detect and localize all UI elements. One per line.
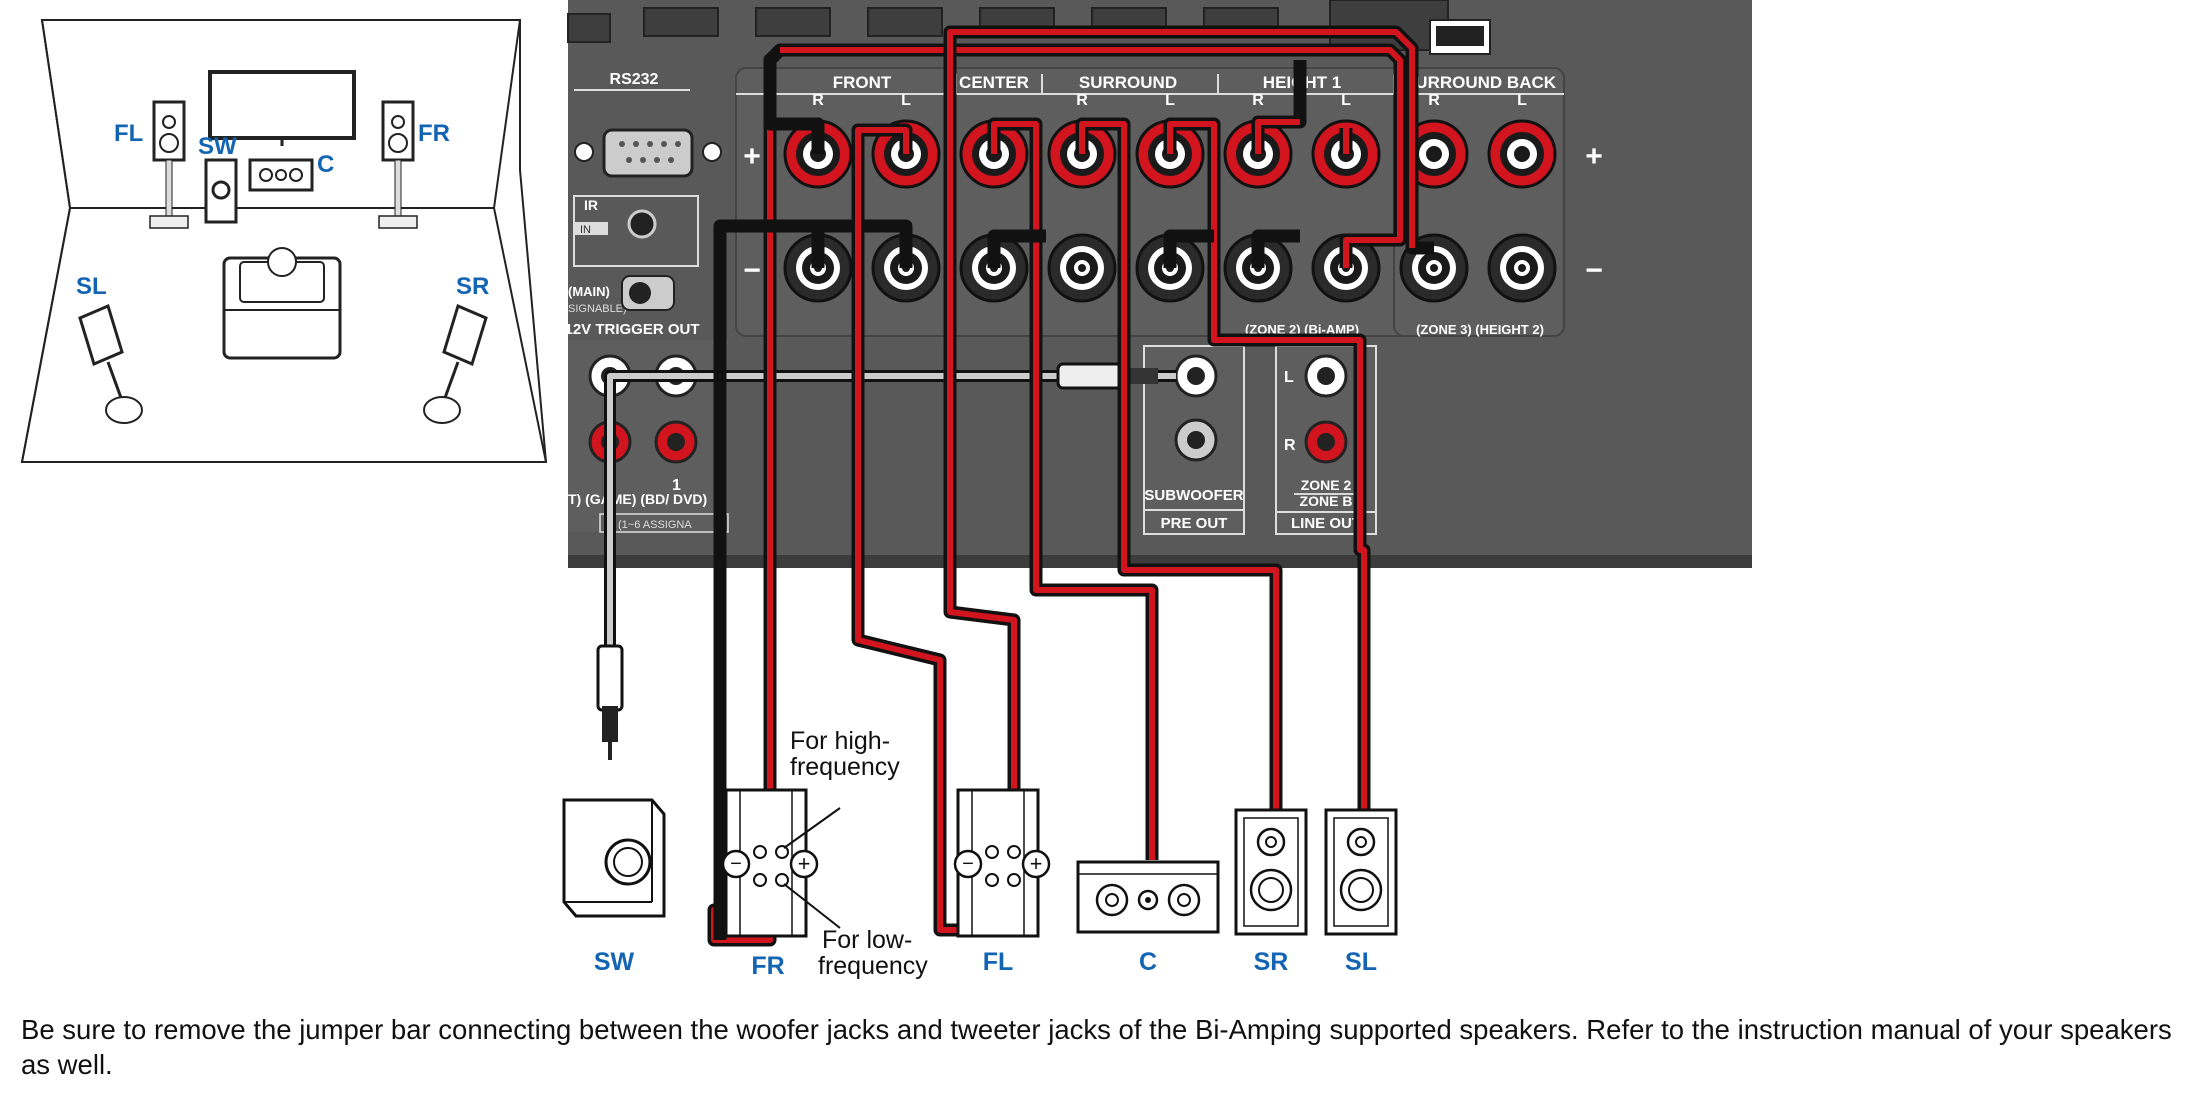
label-in: IN [580, 224, 591, 236]
label-height1-r: R [1252, 92, 1264, 109]
room-label-c: C [317, 151, 334, 178]
label-main: (MAIN) [568, 284, 610, 299]
room-label-sw: SW [198, 133, 237, 160]
label-trigger: 12V TRIGGER OUT [564, 321, 699, 338]
label-line-l: L [1284, 369, 1294, 386]
room-subwoofer-icon [204, 158, 238, 224]
room-label-sr: SR [456, 273, 489, 300]
label-surround-back: SURROUND BACK [1404, 73, 1557, 92]
speaker-label-sr: SR [1254, 948, 1289, 976]
front-right-speaker-icon [378, 100, 418, 229]
couch-icon [222, 247, 342, 360]
center-speaker-icon-large [1076, 860, 1220, 934]
label-surround-r: R [1076, 92, 1088, 109]
label-zone2: ZONE 2 [1301, 477, 1352, 493]
label-subwoofer: SUBWOOFER [1144, 487, 1243, 504]
receiver-rear-panel: FRONT CENTER SURROUND HEIGHT 1 SURROUND … [564, 0, 1752, 568]
front-left-speaker-icon-large: − + [953, 788, 1051, 938]
bi-amp-note: Be sure to remove the jumper bar connect… [21, 1014, 2172, 1080]
callout-low-1: For low- [822, 926, 912, 954]
rs232-port-icon [574, 128, 722, 178]
plus-left: + [743, 140, 761, 173]
speaker-label-sl: SL [1345, 948, 1377, 976]
callout-high-1: For high- [790, 727, 890, 755]
speaker-label-fr: FR [751, 952, 784, 980]
label-zone-b: ZONE B [1300, 493, 1353, 509]
tv-icon [208, 70, 356, 146]
speaker-label-c: C [1139, 948, 1157, 976]
label-surround: SURROUND [1079, 73, 1177, 92]
front-right-speaker-icon-large: − + [721, 788, 819, 938]
fl-minus: − [962, 853, 974, 875]
front-left-speaker-icon [149, 100, 189, 229]
speakers: − + − + [562, 727, 1398, 980]
surround-right-speaker-icon-large [1234, 808, 1308, 936]
label-line-out: LINE OUT [1291, 515, 1361, 532]
label-front-r: R [812, 92, 824, 109]
label-pre-out: PRE OUT [1161, 515, 1228, 532]
label-zone3-height2: (ZONE 3) (HEIGHT 2) [1416, 322, 1544, 337]
room-label-sl: SL [76, 273, 107, 300]
room-center-speaker-icon [248, 158, 314, 192]
label-zone2-biamp: (ZONE 2) (Bi-AMP) [1245, 322, 1359, 337]
surround-left-speaker-icon [78, 303, 143, 424]
subwoofer-speaker-icon [562, 798, 666, 918]
callout-low-line [783, 883, 841, 929]
callout-high-line [783, 807, 841, 849]
speaker-label-fl: FL [983, 948, 1014, 976]
minus-left: − [743, 254, 761, 287]
label-assign: (1~6 ASSIGNA [618, 519, 692, 531]
room-label-fr: FR [418, 120, 450, 147]
label-rs232: RS232 [610, 71, 659, 88]
minus-right: − [1585, 254, 1603, 287]
label-front: FRONT [833, 73, 892, 92]
label-front-l: L [901, 92, 911, 109]
surround-left-speaker-icon-large [1324, 808, 1398, 936]
callout-high-2: frequency [790, 753, 900, 781]
label-signable: SIGNABLE) [568, 303, 627, 315]
label-height1-l: L [1341, 92, 1351, 109]
label-center: CENTER [959, 73, 1029, 92]
fl-plus: + [1030, 851, 1043, 876]
room-label-fl: FL [114, 120, 143, 147]
label-ir: IR [584, 197, 598, 213]
label-input-num: 1 [672, 477, 681, 494]
fr-minus: − [730, 853, 742, 875]
plus-right: + [1585, 140, 1603, 173]
label-surround-l: L [1165, 92, 1175, 109]
label-sb-r: R [1428, 92, 1440, 109]
label-line-r: R [1284, 437, 1296, 454]
room-layout: FL FR SW C SL SR [20, 19, 548, 463]
fr-plus: + [798, 851, 811, 876]
speaker-label-sw: SW [594, 948, 635, 976]
label-inputs: T) (GAME) (BD/ DVD) [568, 491, 707, 507]
surround-right-speaker-icon [423, 303, 488, 424]
callout-low-2: frequency [818, 952, 928, 980]
label-sb-l: L [1517, 92, 1527, 109]
